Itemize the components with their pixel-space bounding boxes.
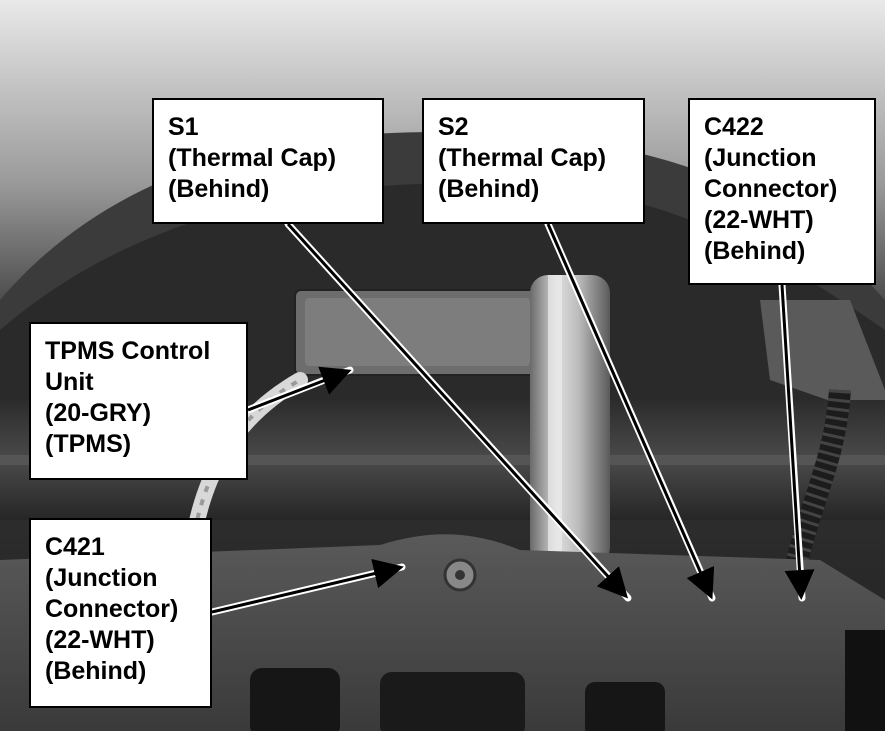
- callout-line: TPMS Control: [45, 337, 211, 365]
- callout-line: C421: [45, 533, 105, 561]
- callout-line: (Junction: [45, 564, 158, 592]
- callout-s1-thermal-cap: S1 (Thermal Cap) (Behind): [152, 98, 384, 224]
- callout-line: (Junction: [704, 144, 817, 172]
- callout-line: (22-WHT): [45, 626, 155, 654]
- callout-tpms-control-unit: TPMS Control Unit (20-GRY) (TPMS): [29, 322, 248, 480]
- callout-line: (20-GRY): [45, 399, 152, 427]
- callout-line: (Behind): [45, 657, 147, 685]
- callout-line: Connector): [704, 175, 838, 203]
- callout-line: (Thermal Cap): [438, 144, 607, 172]
- callout-line: (22-WHT): [704, 206, 814, 234]
- callout-line: (Behind): [704, 237, 806, 265]
- callout-line: S1: [168, 113, 199, 141]
- callout-line: Connector): [45, 595, 179, 623]
- callout-line: C422: [704, 113, 764, 141]
- callout-line: (Thermal Cap): [168, 144, 337, 172]
- callout-s2-thermal-cap: S2 (Thermal Cap) (Behind): [422, 98, 645, 224]
- callout-c421-junction-connector: C421 (Junction Connector) (22-WHT) (Behi…: [29, 518, 212, 708]
- callout-line: S2: [438, 113, 469, 141]
- callout-line: Unit: [45, 368, 94, 396]
- callout-line: (Behind): [168, 175, 270, 203]
- callout-line: (TPMS): [45, 430, 132, 458]
- callout-line: (Behind): [438, 175, 540, 203]
- callout-c422-junction-connector: C422 (Junction Connector) (22-WHT) (Behi…: [688, 98, 876, 285]
